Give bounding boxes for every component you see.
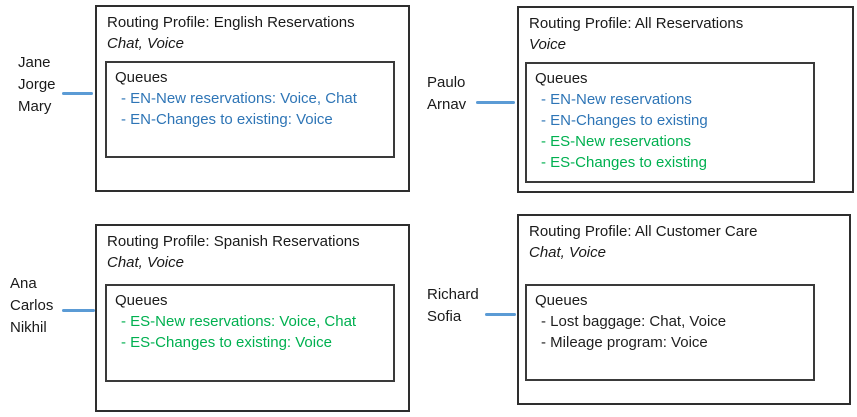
agent-group-english-reservations: Jane Jorge Mary xyxy=(18,52,56,118)
queue-item: - ES-Changes to existing xyxy=(541,154,707,171)
queues-label: Queues xyxy=(115,69,168,86)
queue-item: - Lost baggage: Chat, Voice xyxy=(541,313,727,330)
queues-box: Queues - EN-New reservations - EN-Change… xyxy=(525,62,815,183)
agent-name: Carlos xyxy=(10,297,54,314)
agent-group-spanish-reservations: Ana Carlos Nikhil xyxy=(10,273,53,339)
queues-label: Queues xyxy=(535,292,588,309)
agent-group-all-reservations: Paulo Arnav xyxy=(427,72,466,116)
queue-item: - ES-New reservations xyxy=(541,133,692,150)
profile-channels: Chat, Voice xyxy=(107,35,184,52)
queue-item: - EN-Changes to existing xyxy=(541,112,708,129)
connector-line xyxy=(476,101,515,104)
agent-name: Ana xyxy=(10,275,37,292)
profile-channels: Chat, Voice xyxy=(107,254,184,271)
queues-label: Queues xyxy=(535,70,588,87)
profile-header: Routing Profile: Spanish Reservations Ch… xyxy=(97,226,408,273)
profile-title: Routing Profile: All Reservations xyxy=(529,15,744,32)
queue-item: - ES-New reservations: Voice, Chat xyxy=(121,313,357,330)
connector-line xyxy=(485,313,516,316)
queue-item: - EN-Changes to existing: Voice xyxy=(121,111,333,128)
profile-header: Routing Profile: All Customer Care Chat,… xyxy=(519,216,849,263)
profile-header: Routing Profile: English Reservations Ch… xyxy=(97,7,408,54)
queue-item: - EN-New reservations: Voice, Chat xyxy=(121,90,357,107)
profile-title: Routing Profile: English Reservations xyxy=(107,14,355,31)
agent-name: Nikhil xyxy=(10,319,47,336)
routing-profile-box-english-reservations: Routing Profile: English Reservations Ch… xyxy=(95,5,410,192)
routing-profile-box-spanish-reservations: Routing Profile: Spanish Reservations Ch… xyxy=(95,224,410,412)
profile-channels: Chat, Voice xyxy=(529,244,606,261)
profile-header: Routing Profile: All Reservations Voice xyxy=(519,8,852,55)
agent-group-all-customer-care: Richard Sofia xyxy=(427,284,479,328)
profile-title: Routing Profile: Spanish Reservations xyxy=(107,233,360,250)
agent-name: Jane xyxy=(18,54,51,71)
queue-item: - Mileage program: Voice xyxy=(541,334,708,351)
connector-line xyxy=(62,309,95,312)
queue-item: - ES-Changes to existing: Voice xyxy=(121,334,332,351)
agent-name: Arnav xyxy=(427,96,467,113)
routing-profile-box-all-customer-care: Routing Profile: All Customer Care Chat,… xyxy=(517,214,851,405)
queues-box: Queues - ES-New reservations: Voice, Cha… xyxy=(105,284,395,382)
routing-profile-box-all-reservations: Routing Profile: All Reservations Voice … xyxy=(517,6,854,193)
agent-name: Jorge xyxy=(18,76,56,93)
queues-box: Queues - EN-New reservations: Voice, Cha… xyxy=(105,61,395,158)
queue-item: - EN-New reservations xyxy=(541,91,692,108)
queues-label: Queues xyxy=(115,292,168,309)
agent-name: Sofia xyxy=(427,308,462,325)
agent-name: Paulo xyxy=(427,74,466,91)
queues-box: Queues - Lost baggage: Chat, Voice - Mil… xyxy=(525,284,815,381)
agent-name: Mary xyxy=(18,98,52,115)
agent-name: Richard xyxy=(427,286,479,303)
profile-title: Routing Profile: All Customer Care xyxy=(529,223,758,240)
profile-channels: Voice xyxy=(529,36,566,53)
connector-line xyxy=(62,92,93,95)
